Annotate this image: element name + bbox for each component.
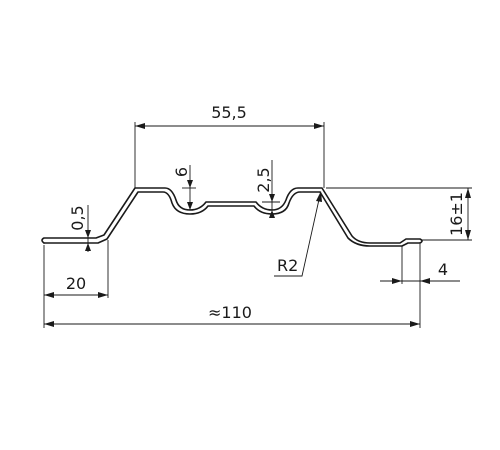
dimension-edge-lip-label: 4 [438,260,448,279]
dimension-top-width: 55,5 [134,103,325,188]
radius-callout: R2 [274,191,322,277]
dimension-edge-width-label: 20 [66,274,86,293]
dimension-groove-depth: 6 [172,165,196,210]
radius-callout-label: R2 [277,256,298,275]
dimension-total-width: ≈110 [43,284,421,328]
dimension-flange-thickness-label: 0,5 [68,205,87,230]
profile-inner-line [43,191,421,247]
dimension-center-depth-label: 2,5 [254,167,273,192]
dimension-edge-width: 20 [43,240,109,298]
dimension-total-width-label: ≈110 [208,303,252,322]
dimension-edge-lip: 4 [380,244,460,284]
profile-section [41,187,423,247]
dimension-flange-thickness: 0,5 [68,205,91,252]
dimension-groove-depth-label: 6 [172,167,191,177]
dimension-profile-height: 16±1 [326,187,472,241]
dimension-profile-height-label: 16±1 [447,192,466,236]
dimension-center-depth: 2,5 [254,160,280,218]
dimension-top-width-label: 55,5 [211,103,247,122]
profile-outer-line [41,187,423,244]
